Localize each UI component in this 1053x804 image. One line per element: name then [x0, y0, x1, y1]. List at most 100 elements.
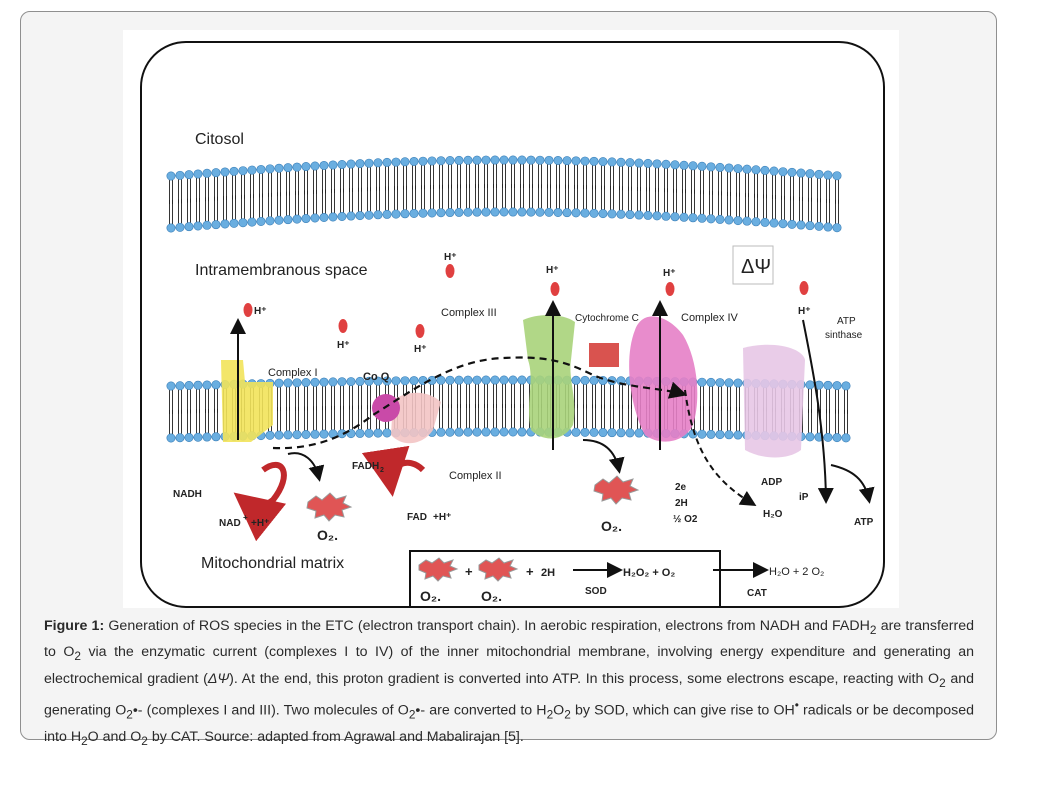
proton-dot [338, 319, 348, 333]
nadh-oxidation-arrow [233, 461, 287, 542]
fadh2-oxidation-arrow [361, 445, 426, 497]
proton-dot [799, 281, 809, 295]
superoxide-label: O₂. [317, 527, 338, 543]
proton-dot [445, 264, 455, 278]
cytochrome-c-shape [589, 343, 619, 367]
citosol-label: Citosol [195, 131, 244, 148]
matrix-label: Mitochondrial matrix [201, 555, 344, 572]
adp-label: ADP [761, 477, 782, 488]
caption-subscript: 2 [74, 649, 81, 664]
caption-superscript: • [794, 698, 799, 713]
caption-psi: ΔΨ [207, 670, 230, 687]
caption-text: by SOD, which can give rise to OH [570, 703, 795, 719]
figure-card: Citosol Intramembranous space Mitochondr… [20, 11, 997, 748]
nad-label: NAD [219, 518, 241, 529]
atp-synthase-label-2: sinthase [825, 330, 863, 341]
two-protons-label: 2H [675, 498, 688, 509]
proton-label: H⁺ [254, 306, 267, 317]
caption-text: are transferred to O [44, 618, 975, 661]
atp-synthase-shape [743, 344, 805, 458]
two-electrons-label: 2e [675, 482, 687, 493]
proton-dot [550, 282, 560, 296]
etc-figure: Citosol Intramembranous space Mitochondr… [123, 30, 899, 608]
caption-subscript: 2 [869, 622, 877, 637]
electron-to-oxygen-arrow [684, 389, 757, 507]
caption-text: Generation of ROS species in the ETC (el… [104, 618, 870, 634]
h2o-label: H₂O [763, 509, 783, 520]
reaction-burst [418, 557, 459, 582]
caption-subscript: 2 [546, 707, 554, 722]
caption-subscript: 2 [564, 707, 571, 722]
intramembranous-label: Intramembranous space [195, 262, 368, 279]
nad-superscript: + [243, 513, 248, 522]
caption-subscript: 2 [126, 707, 133, 722]
half-o2-label: ½ O2 [673, 514, 698, 525]
caption-text: radicals or be decomposed into H [44, 703, 974, 746]
nadh-label: NADH [173, 489, 202, 500]
reaction-superoxide-label: O₂. [481, 588, 502, 604]
caption-subscript: 2 [939, 675, 946, 690]
proton-label: H⁺ [444, 252, 457, 263]
complex-iv-label: Complex IV [681, 312, 739, 324]
caption-text: by CAT. Source: adapted from Agrawal and… [147, 729, 524, 746]
proton-label: H⁺ [546, 265, 559, 276]
figure-caption: Figure 1: Generation of ROS species in t… [44, 615, 974, 753]
reaction-burst [478, 557, 519, 582]
caption-subscript: 2 [81, 734, 88, 749]
caption-text: •- (complexes I and III). Two molecules … [132, 703, 409, 719]
caption-subscript: 2 [408, 707, 416, 722]
complex-iii-label: Complex III [441, 307, 497, 319]
fad-tail-label: +H⁺ [433, 512, 451, 523]
complex-i-label: Complex I [268, 367, 318, 379]
superoxide-burst [593, 475, 640, 505]
nad-tail-label: +H⁺ [251, 518, 269, 529]
reaction-2h-label: 2H [541, 567, 555, 579]
proton-dot [665, 282, 675, 296]
caption-text: O and O [87, 729, 142, 746]
fad-label: FAD [407, 512, 427, 523]
complex-ii-label: Complex II [449, 470, 502, 482]
proton-label: H⁺ [798, 306, 811, 317]
complex-iv-shape [629, 316, 698, 442]
caption-label: Figure 1: [44, 618, 105, 634]
caption-text: •- are converted to H [415, 703, 547, 719]
cat-label: CAT [747, 588, 767, 599]
proton-label: H⁺ [663, 268, 676, 279]
reaction-plus-sign: + [526, 564, 534, 579]
complex-iii-shape [523, 314, 575, 439]
superoxide-burst [306, 492, 353, 522]
fadh2-subscript: 2 [380, 467, 384, 474]
caption-text: via the enzymatic current (complexes I t… [44, 644, 974, 687]
caption-text: and generating O [44, 670, 974, 719]
proton-label: H⁺ [414, 344, 427, 355]
outer-membrane [166, 155, 842, 233]
complex-iii-leak-arrow [582, 439, 625, 474]
atp-synthase-label-1: ATP [837, 316, 856, 327]
complex-i-leak-arrow [287, 452, 325, 482]
proton-dot [415, 324, 425, 338]
reaction-products-label: H₂O + 2 O₂ [769, 566, 824, 578]
fadh2-label: FADH [352, 461, 379, 472]
coq-label: Co Q [363, 371, 390, 383]
ros-reaction-box [409, 550, 721, 608]
cytochrome-c-label: Cytochrome C [575, 313, 639, 324]
etc-diagram: Citosol Intramembranous space Mitochondr… [140, 41, 885, 608]
atp-synthase-proton-arrow [802, 319, 834, 504]
proton-label: H⁺ [337, 340, 350, 351]
sod-label: SOD [585, 586, 607, 597]
reaction-h2o2-label: H₂O₂ + O₂ [623, 567, 675, 579]
delta-psi-box [732, 245, 774, 285]
atp-label: ATP [854, 517, 874, 528]
complex-ii-shape [391, 392, 441, 444]
complex-i-shape [221, 360, 273, 442]
superoxide-label: O₂. [601, 518, 622, 534]
caption-text: O [553, 703, 565, 719]
atp-output-arrow [830, 464, 875, 504]
proton-dot [243, 303, 253, 317]
electron-flow-arrow [272, 356, 688, 450]
reaction-plus-sign: + [465, 564, 473, 579]
reaction-superoxide-label: O₂. [420, 588, 441, 604]
caption-subscript: 2 [141, 734, 148, 749]
caption-text: ). At the end, this proton gradient is c… [229, 670, 940, 687]
ip-label: iP [799, 492, 809, 503]
